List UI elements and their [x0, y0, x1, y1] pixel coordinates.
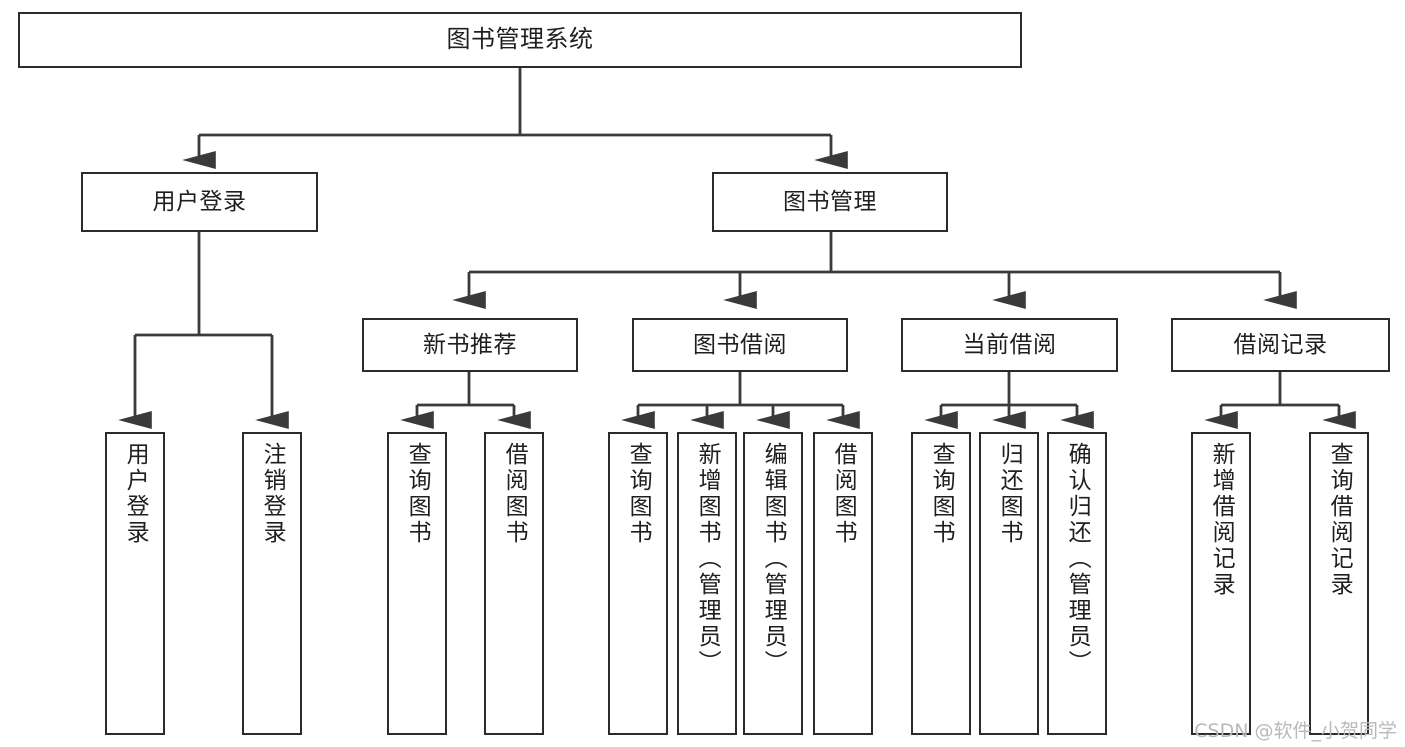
node-label: 新增借阅记录 [1208, 442, 1235, 598]
node-label: 用户登录 [152, 188, 247, 215]
node-label: 借阅图书 [830, 442, 857, 546]
leaf-book-borrow-edit-book-admin[interactable]: 编辑图书（管理员） [743, 432, 803, 735]
node-label: 图书管理系统 [446, 25, 594, 54]
node-label: 查询借阅记录 [1326, 442, 1353, 598]
node-new-book-recommend[interactable]: 新书推荐 [362, 318, 578, 372]
node-root-book-management-system[interactable]: 图书管理系统 [18, 12, 1022, 68]
csdn-watermark: CSDN @软件_小贺同学 [1194, 720, 1397, 742]
leaf-user-login-logout[interactable]: 注销登录 [242, 432, 302, 735]
leaf-borrow-record-add-record[interactable]: 新增借阅记录 [1191, 432, 1251, 735]
node-label: 图书管理 [783, 188, 877, 215]
node-label: 图书借阅 [693, 331, 787, 358]
leaf-borrow-record-query-record[interactable]: 查询借阅记录 [1309, 432, 1369, 735]
leaf-new-book-query-book[interactable]: 查询图书 [387, 432, 447, 735]
node-label: 当前借阅 [962, 331, 1057, 358]
node-label: 新书推荐 [423, 331, 517, 358]
node-label: 查询图书 [625, 442, 652, 546]
node-label: 注销登录 [259, 442, 286, 546]
node-label: 借阅记录 [1233, 331, 1328, 358]
node-borrow-record[interactable]: 借阅记录 [1171, 318, 1390, 372]
node-label: 新增图书（管理员） [694, 442, 721, 676]
leaf-current-borrow-return-book[interactable]: 归还图书 [979, 432, 1039, 735]
leaf-book-borrow-borrow-book[interactable]: 借阅图书 [813, 432, 873, 735]
leaf-book-borrow-add-book-admin[interactable]: 新增图书（管理员） [677, 432, 737, 735]
node-label: 查询图书 [404, 442, 431, 546]
node-current-borrow[interactable]: 当前借阅 [901, 318, 1118, 372]
leaf-book-borrow-query-book[interactable]: 查询图书 [608, 432, 668, 735]
leaf-user-login-login[interactable]: 用户登录 [105, 432, 165, 735]
node-label: 归还图书 [996, 442, 1023, 546]
leaf-current-borrow-query-book[interactable]: 查询图书 [911, 432, 971, 735]
leaf-current-borrow-confirm-return-admin[interactable]: 确认归还（管理员） [1047, 432, 1107, 735]
node-user-login[interactable]: 用户登录 [81, 172, 318, 232]
node-label: 确认归还（管理员） [1064, 442, 1091, 676]
leaf-new-book-borrow-book[interactable]: 借阅图书 [484, 432, 544, 735]
node-label: 借阅图书 [501, 442, 528, 546]
node-book-management[interactable]: 图书管理 [712, 172, 948, 232]
node-book-borrow[interactable]: 图书借阅 [632, 318, 848, 372]
node-label: 编辑图书（管理员） [760, 442, 787, 676]
node-label: 查询图书 [928, 442, 955, 546]
node-label: 用户登录 [122, 442, 149, 546]
